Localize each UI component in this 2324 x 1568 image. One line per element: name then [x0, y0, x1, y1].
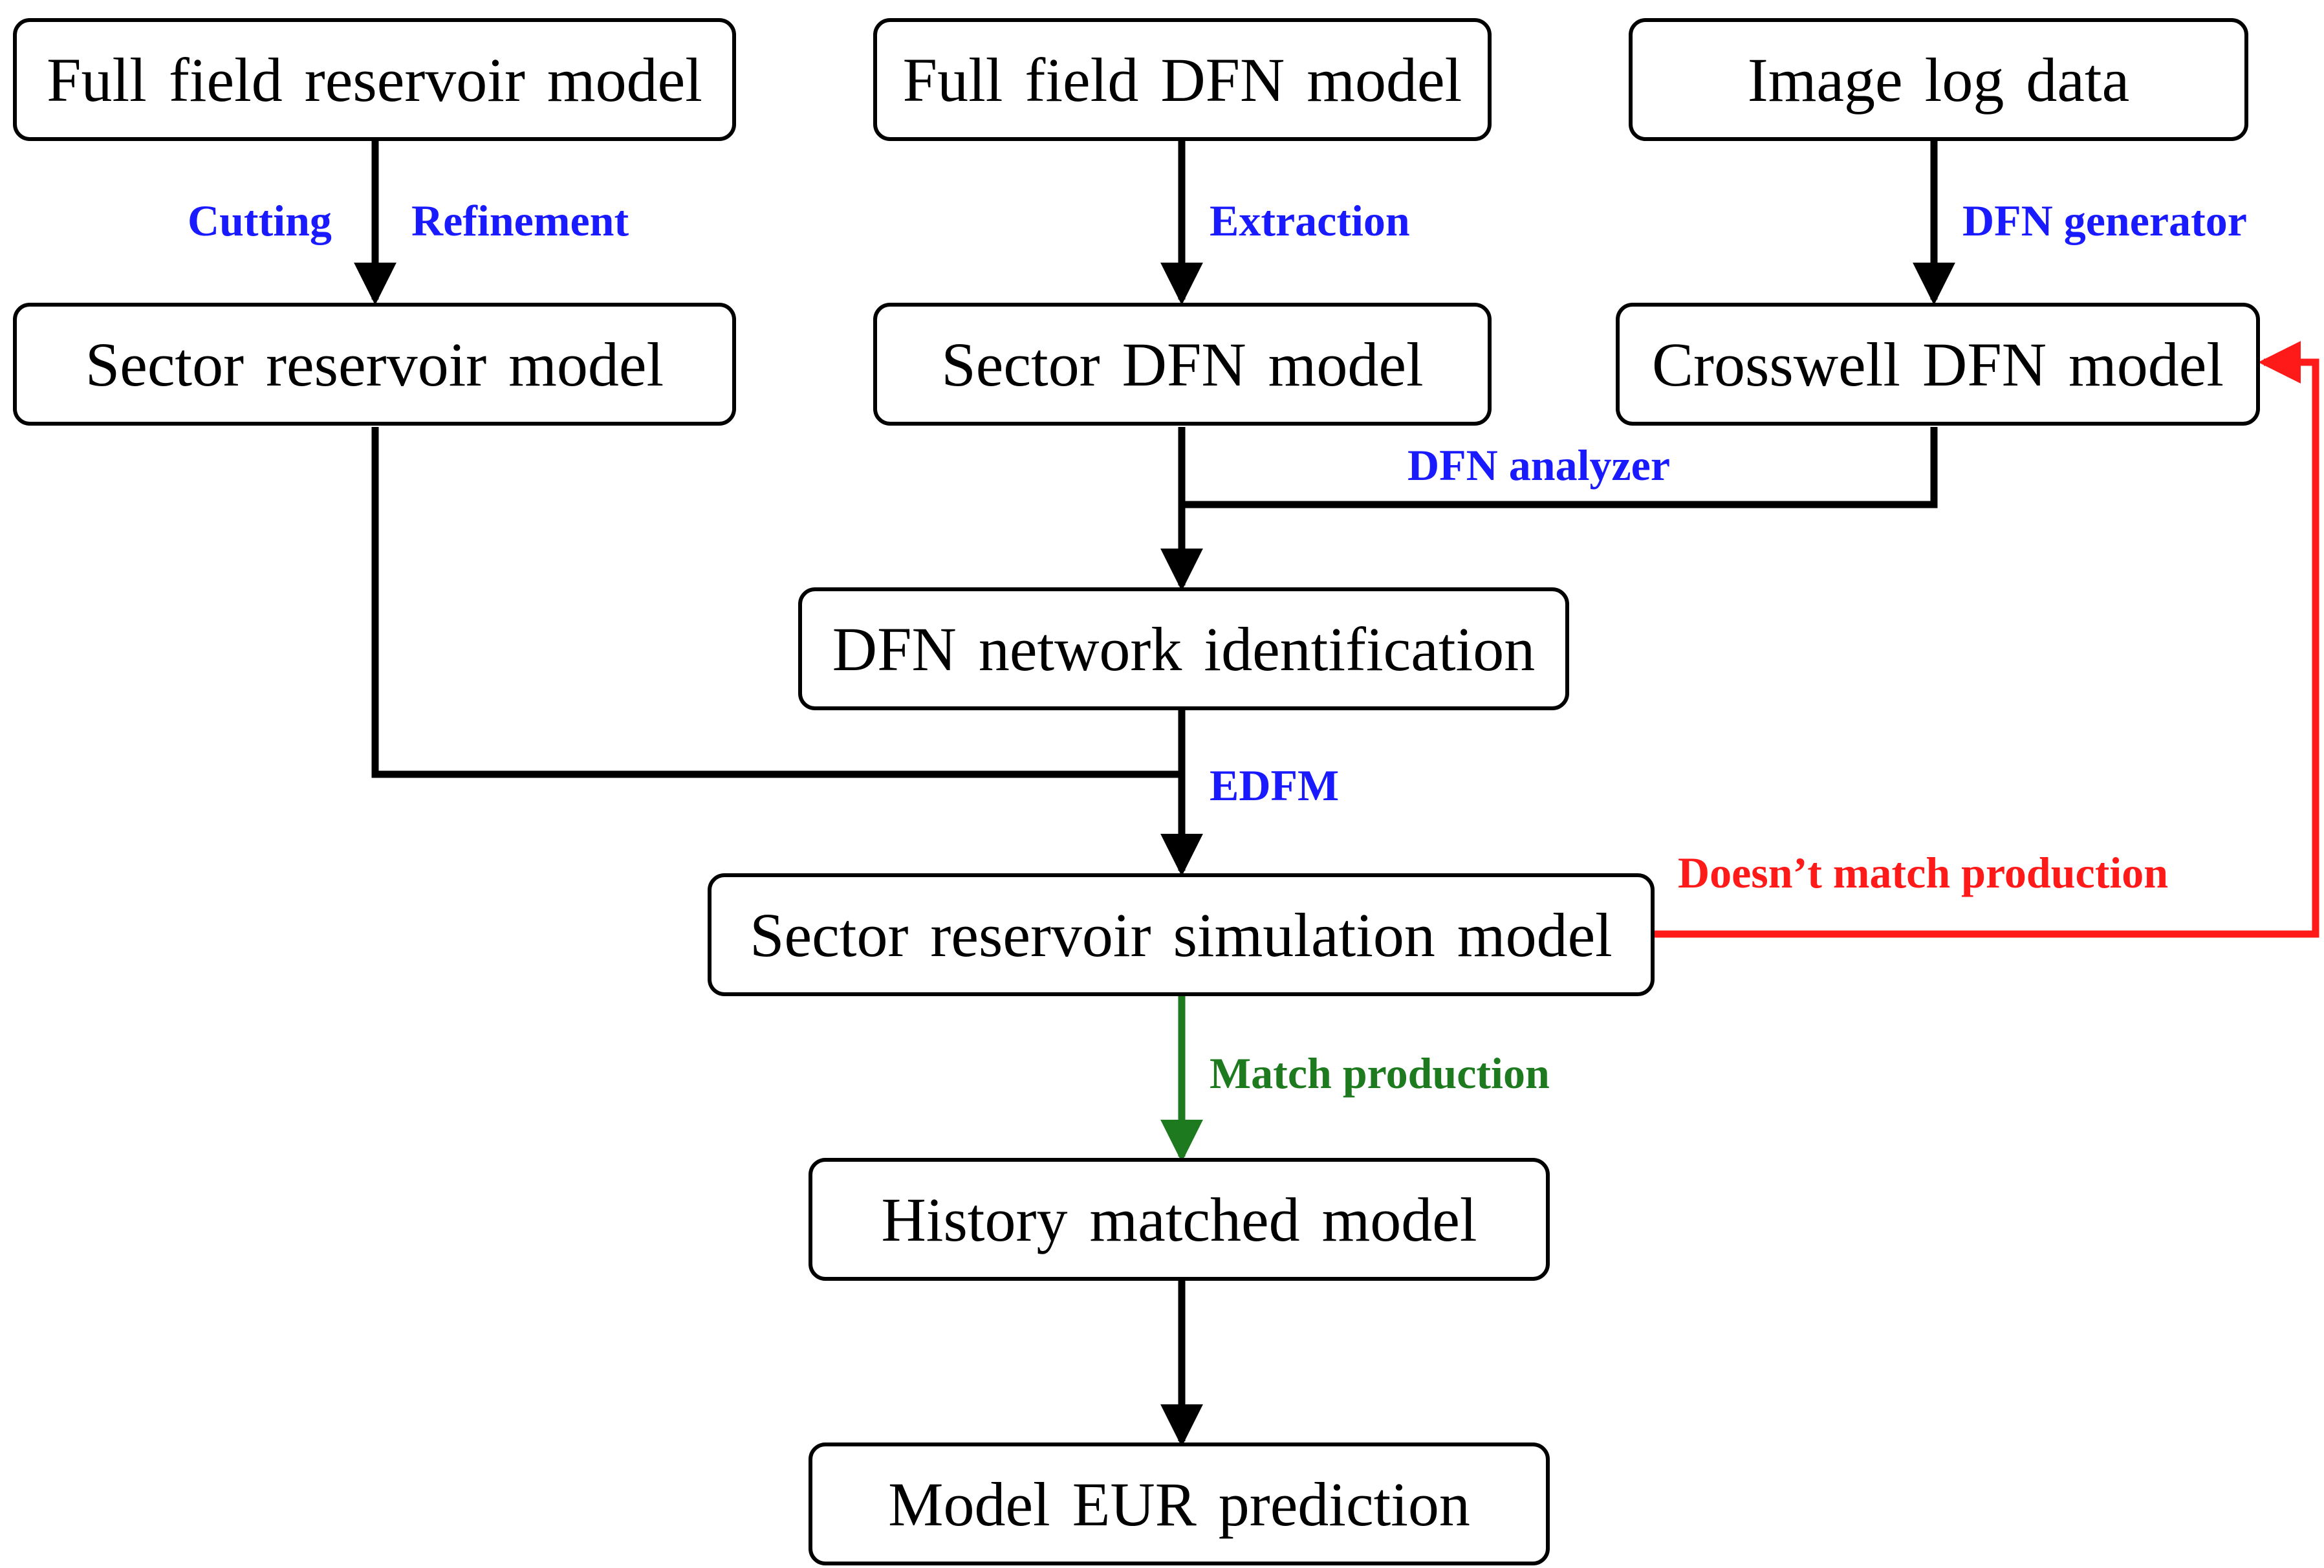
node-full-field-dfn-model: Full field DFN model [873, 18, 1492, 141]
node-dfn-network-identification: DFN network identification [798, 587, 1569, 710]
node-image-log-data: Image log data [1629, 18, 2248, 141]
node-full-field-reservoir-model: Full field reservoir model [13, 18, 736, 141]
label-dfn-generator: DFN generator [1962, 196, 2247, 245]
node-sector-dfn-model: Sector DFN model [873, 303, 1492, 426]
arrow-doesnt-match [1655, 341, 2319, 938]
node-model-eur-prediction: Model EUR prediction [809, 1443, 1550, 1565]
node-sector-reservoir-simulation-model: Sector reservoir simulation model [708, 873, 1655, 996]
label-doesnt-match-production: Doesn’t match production [1678, 848, 2169, 897]
connector-crosswell-to-junction [1182, 427, 1938, 508]
label-cutting: Cutting [188, 196, 332, 245]
connector-sector-reservoir-to-junction [371, 427, 1182, 778]
label-refinement: Refinement [411, 196, 629, 245]
label-dfn-analyzer: DFN analyzer [1407, 441, 1671, 490]
label-edfm: EDFM [1210, 761, 1340, 810]
node-sector-reservoir-model: Sector reservoir model [13, 303, 736, 426]
label-match-production: Match production [1210, 1049, 1550, 1098]
label-extraction: Extraction [1210, 196, 1410, 245]
node-crosswell-dfn-model: Crosswell DFN model [1616, 303, 2260, 426]
node-history-matched-model: History matched model [809, 1158, 1550, 1281]
